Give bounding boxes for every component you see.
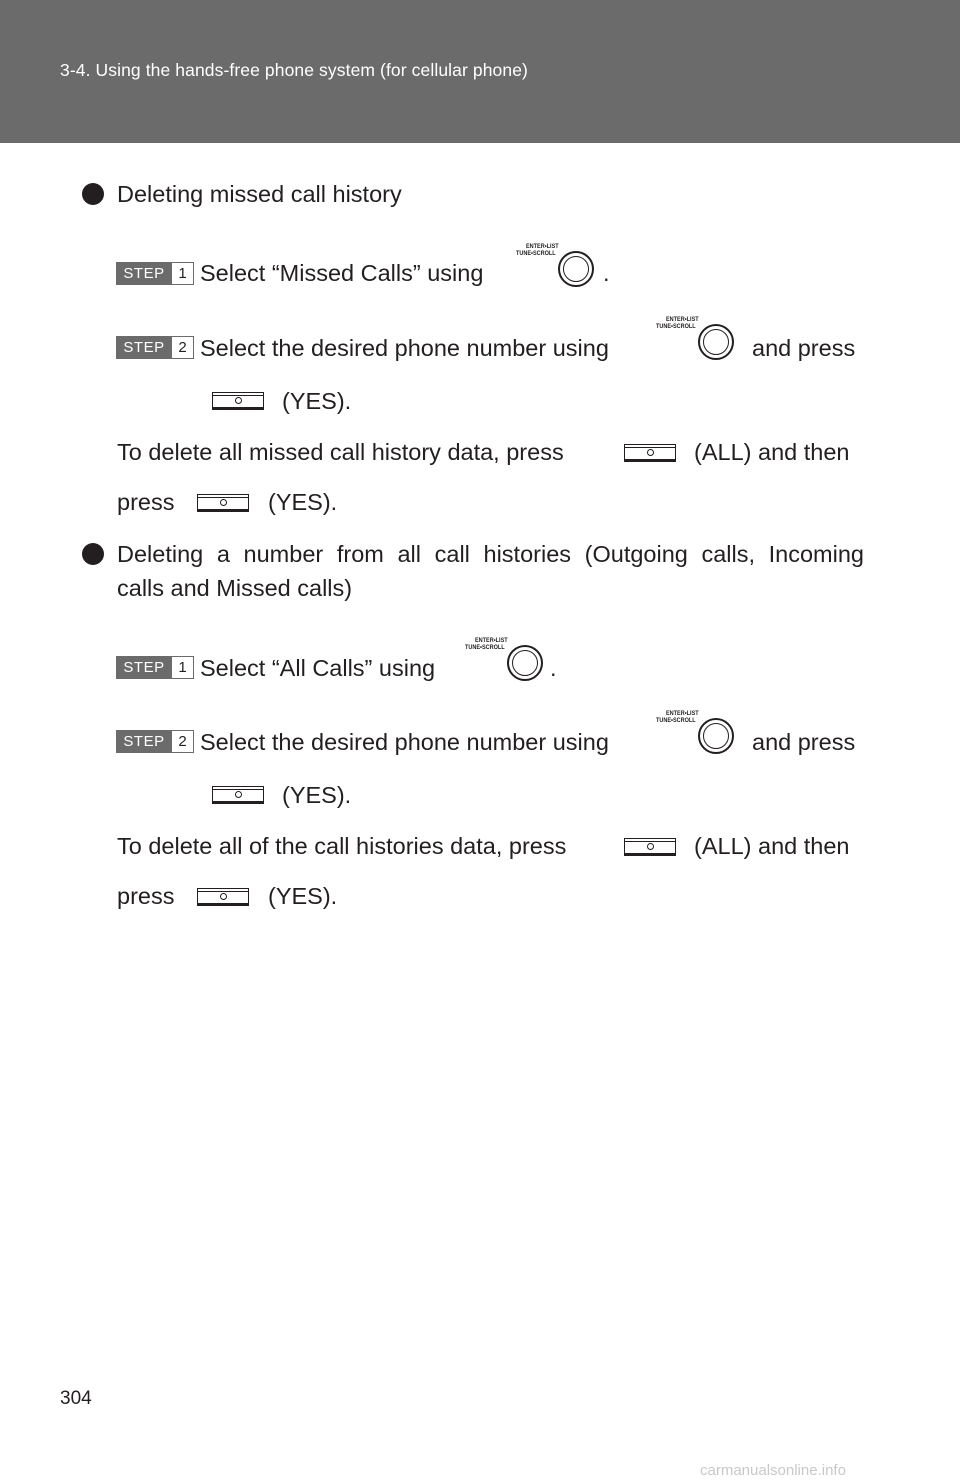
step-number: 1: [172, 262, 194, 285]
enter-list-tune-scroll-knob-icon: ENTER•LIST TUNE•SCROLL: [656, 316, 746, 376]
enter-list-tune-scroll-knob-icon: ENTER•LIST TUNE•SCROLL: [656, 710, 746, 770]
knob-label-line1: ENTER•LIST: [666, 316, 699, 323]
watermark: carmanualsonline.info: [700, 1462, 846, 1479]
all-label: (ALL) and then: [694, 439, 850, 465]
yes-label: (YES).: [268, 883, 338, 909]
step-text-end: .: [603, 260, 610, 286]
enter-list-tune-scroll-knob-icon: ENTER•LIST TUNE•SCROLL: [516, 243, 606, 303]
step-label: STEP: [116, 656, 172, 679]
all-button-icon: [624, 838, 676, 856]
all-button-icon: [624, 444, 676, 462]
step-badge: STEP 2: [116, 336, 194, 359]
step-label: STEP: [116, 336, 172, 359]
all-label: (ALL) and then: [694, 833, 850, 859]
knob-dial: [507, 645, 543, 681]
yes-label: (YES).: [282, 388, 352, 414]
enter-list-tune-scroll-knob-icon: ENTER•LIST TUNE•SCROLL: [465, 637, 555, 697]
knob-label-line2: TUNE•SCROLL: [656, 717, 696, 724]
yes-button-icon: [212, 786, 264, 804]
note-text: To delete all missed call history data, …: [117, 439, 564, 465]
step-label: STEP: [116, 262, 172, 285]
section-heading: Deleting missed call history: [117, 181, 402, 207]
yes-button-icon: [197, 888, 249, 906]
page-header: 3-4. Using the hands-free phone system (…: [0, 0, 960, 143]
step-text: Select the desired phone number using: [200, 729, 609, 755]
note-text: To delete all of the call histories data…: [117, 833, 567, 859]
note-press: press: [117, 883, 175, 909]
yes-button-icon: [197, 494, 249, 512]
step-badge: STEP 1: [116, 656, 194, 679]
step-text-end: .: [550, 655, 557, 681]
step-badge: STEP 1: [116, 262, 194, 285]
yes-label: (YES).: [282, 782, 352, 808]
knob-label-line2: TUNE•SCROLL: [516, 250, 556, 257]
step-text: Select “Missed Calls” using: [200, 260, 484, 286]
step-text-end: and press: [752, 335, 856, 361]
note-press: press: [117, 489, 175, 515]
yes-label: (YES).: [268, 489, 338, 515]
knob-dial: [698, 718, 734, 754]
knob-label-line1: ENTER•LIST: [475, 637, 508, 644]
step-number: 2: [172, 730, 194, 753]
step-text-end: and press: [752, 729, 856, 755]
step-text: Select the desired phone number using: [200, 335, 609, 361]
bullet-icon: [82, 543, 104, 565]
bullet-icon: [82, 183, 104, 205]
knob-label-line2: TUNE•SCROLL: [656, 323, 696, 330]
knob-label-line1: ENTER•LIST: [666, 710, 699, 717]
section-heading-continued: calls and Missed calls): [117, 575, 353, 601]
step-label: STEP: [116, 730, 172, 753]
step-number: 1: [172, 656, 194, 679]
yes-button-icon: [212, 392, 264, 410]
step-number: 2: [172, 336, 194, 359]
step-text: Select “All Calls” using: [200, 655, 436, 681]
knob-label-line2: TUNE•SCROLL: [465, 644, 505, 651]
section-title: 3-4. Using the hands-free phone system (…: [60, 60, 528, 80]
page-number: 304: [60, 1388, 92, 1409]
section-heading: Deleting a number from all call historie…: [117, 541, 864, 567]
step-badge: STEP 2: [116, 730, 194, 753]
knob-dial: [698, 324, 734, 360]
knob-label-line1: ENTER•LIST: [526, 243, 559, 250]
knob-dial: [558, 251, 594, 287]
